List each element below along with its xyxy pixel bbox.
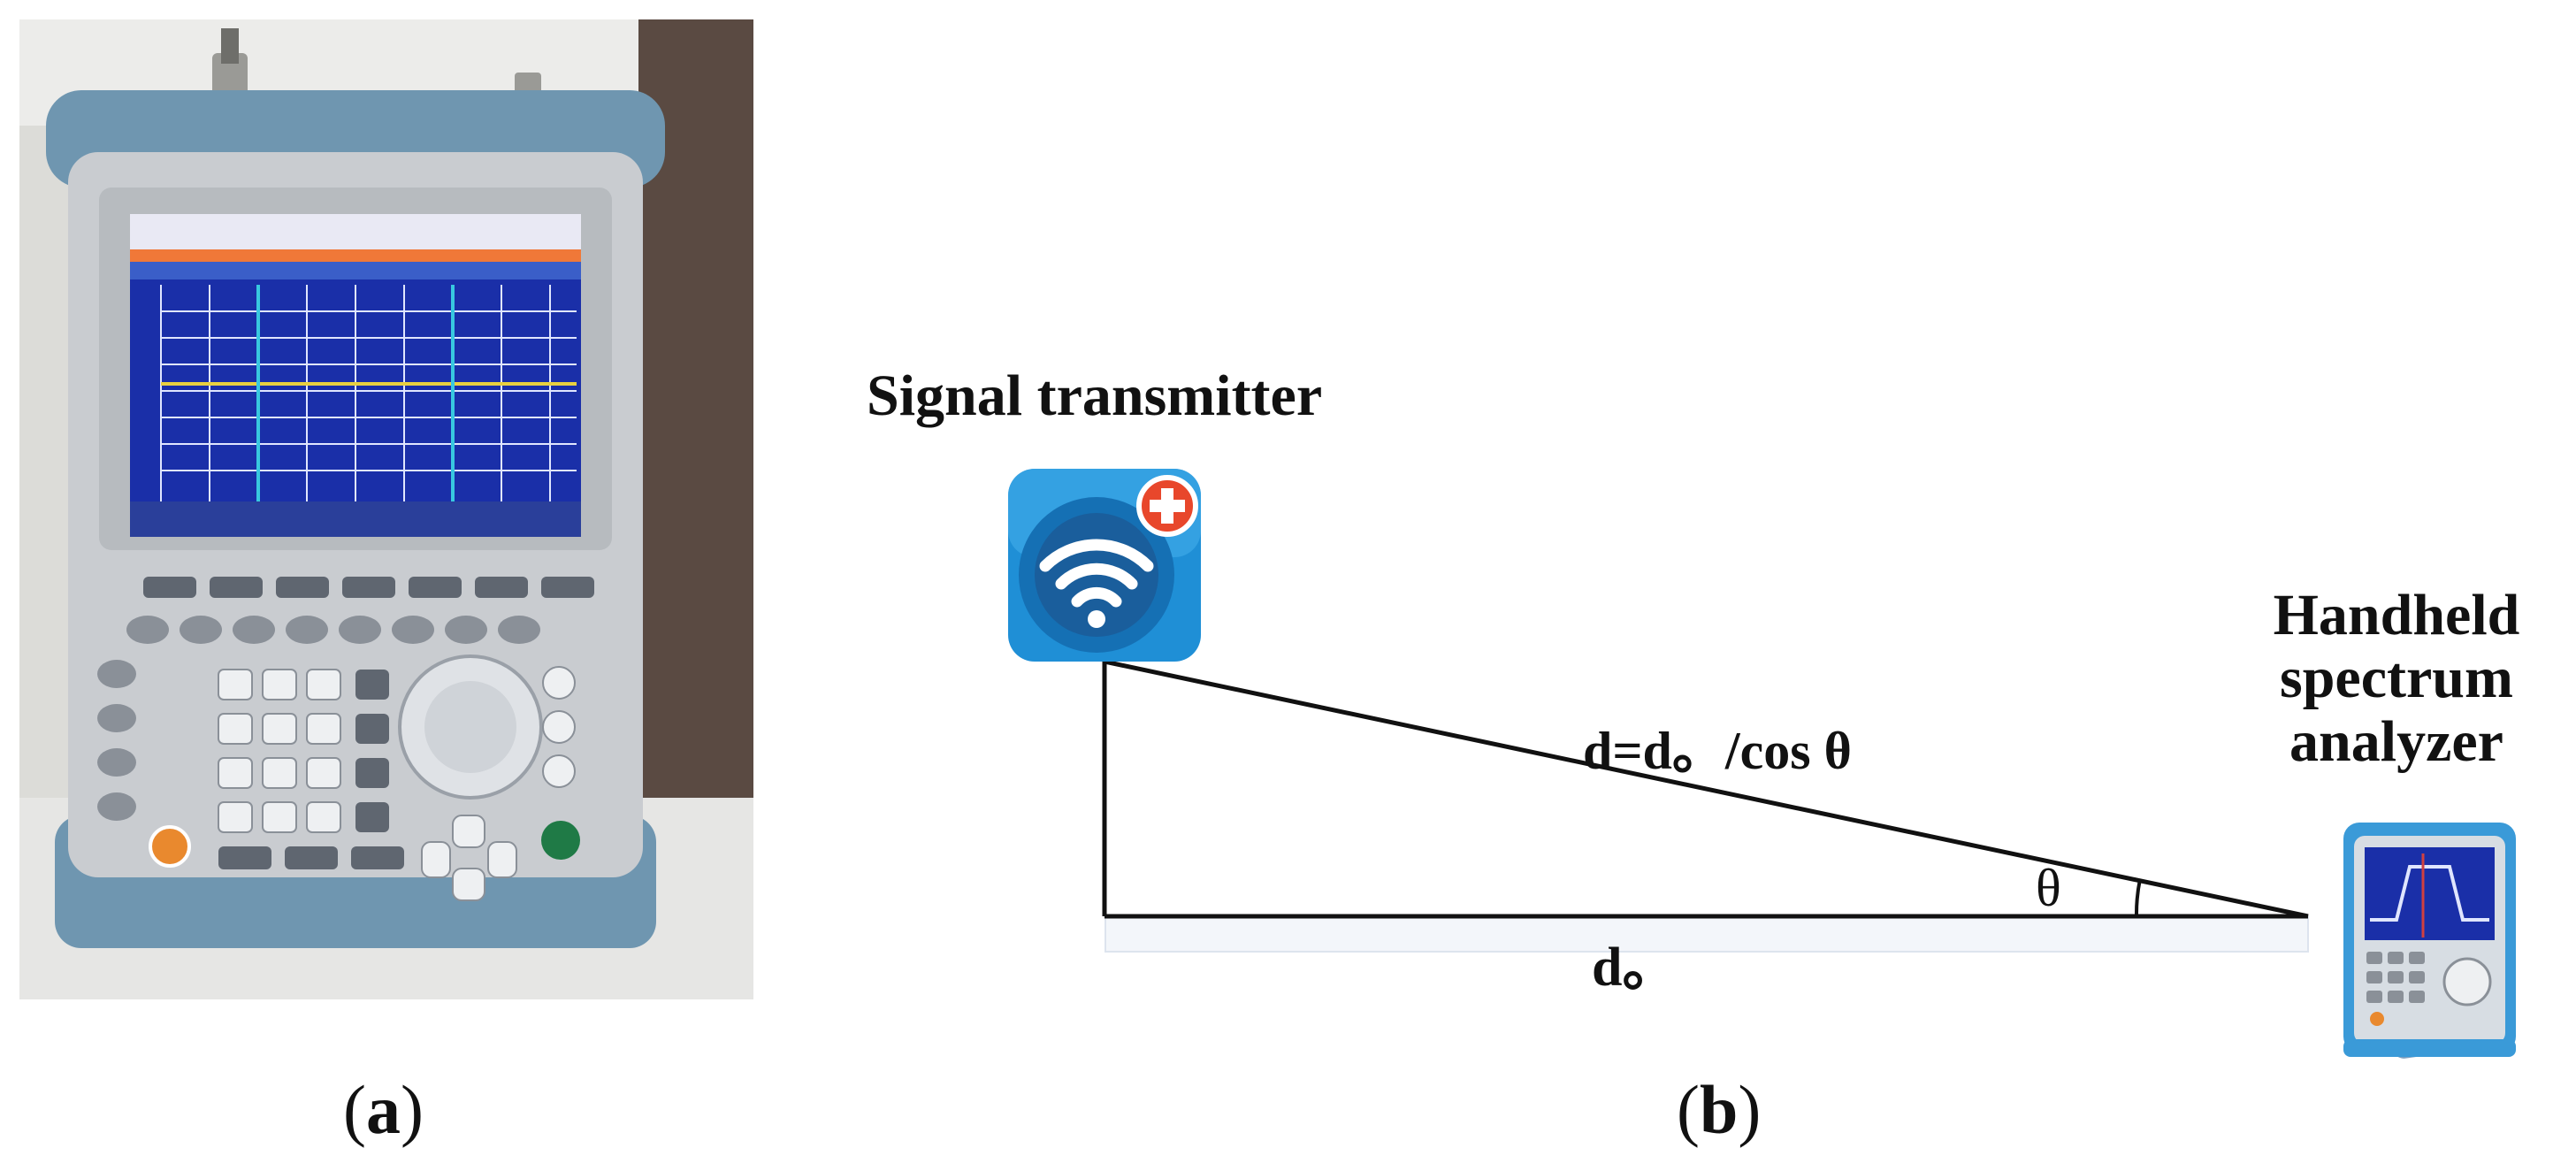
angle-theta-label: θ [2036, 859, 2061, 917]
analyzer-photo [19, 19, 753, 999]
analyzer-label-line-1: Handheld [2273, 583, 2520, 647]
base-shadow [1105, 915, 2309, 953]
analyzer-label: Handheld spectrum analyzer [2246, 584, 2547, 773]
analyzer-label-line-3: analyzer [2289, 708, 2503, 774]
hypotenuse-formula-label: d=d。/cos θ [1583, 722, 1852, 780]
hypotenuse-line [1104, 659, 2309, 919]
wifi-app-icon [1008, 469, 1201, 662]
analyzer-photo-drawing [19, 19, 753, 999]
caption-b-open: ( [1677, 1071, 1700, 1148]
caption-a-close: ) [400, 1071, 424, 1148]
spectrum-analyzer-icon [2343, 823, 2516, 1059]
transmitter-label: Signal transmitter [867, 364, 1323, 428]
caption-b-letter: b [1699, 1071, 1739, 1148]
add-badge-icon [1136, 475, 1198, 537]
caption-a-open: ( [343, 1071, 366, 1148]
angle-arc [2134, 878, 2142, 917]
caption-b: (b) [1677, 1070, 1761, 1150]
caption-a-letter: a [365, 1071, 401, 1148]
analyzer-label-line-2: spectrum [2280, 646, 2513, 711]
caption-a: (a) [343, 1070, 424, 1150]
caption-b-close: ) [1738, 1071, 1762, 1148]
base-distance-label: d。 [1592, 938, 1678, 998]
